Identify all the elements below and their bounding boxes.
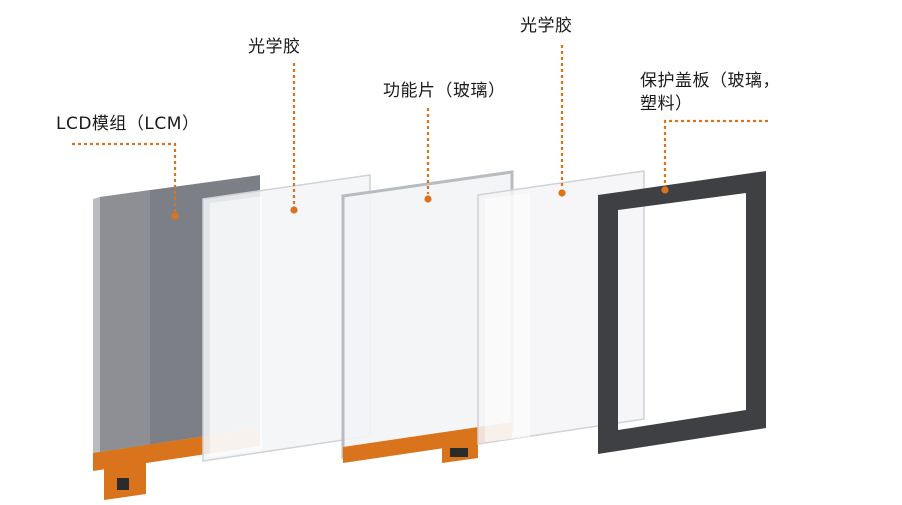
oca-right-layer: [477, 170, 645, 445]
label-functional-glass: 功能片（玻璃）: [383, 81, 506, 101]
leader-cover: [663, 119, 768, 186]
label-lcm: LCD模组（LCM）: [56, 114, 200, 134]
functional-bottom-strip: [343, 422, 512, 463]
oca-left-layer: [202, 174, 371, 462]
leader-lcm: [72, 142, 177, 212]
leader-dots: [171, 186, 669, 220]
dot-lcm: [171, 212, 179, 220]
dot-oca-right: [558, 189, 566, 197]
dot-cover: [661, 186, 669, 194]
label-oca-right: 光学胶: [520, 16, 573, 36]
functional-layer: [341, 170, 514, 463]
label-cover: 保护盖板（玻璃， 塑料）: [640, 70, 780, 116]
label-cover-line1: 保护盖板（玻璃，: [640, 71, 780, 91]
dot-oca-left: [290, 206, 298, 214]
functional-connector: [450, 448, 468, 457]
cover-frame: [598, 171, 766, 454]
label-cover-line2: 塑料）: [640, 94, 693, 114]
lcm-panel-side: [93, 197, 100, 457]
lcm-connector: [117, 478, 129, 490]
dot-functional: [424, 195, 432, 203]
label-oca-left: 光学胶: [248, 37, 301, 57]
leader-lines: [72, 45, 768, 212]
oca-right-sheen: [485, 193, 530, 442]
cover-layer: [598, 171, 766, 454]
lcm-panel-sheen: [100, 190, 150, 452]
oca-left-sheen: [210, 196, 262, 457]
